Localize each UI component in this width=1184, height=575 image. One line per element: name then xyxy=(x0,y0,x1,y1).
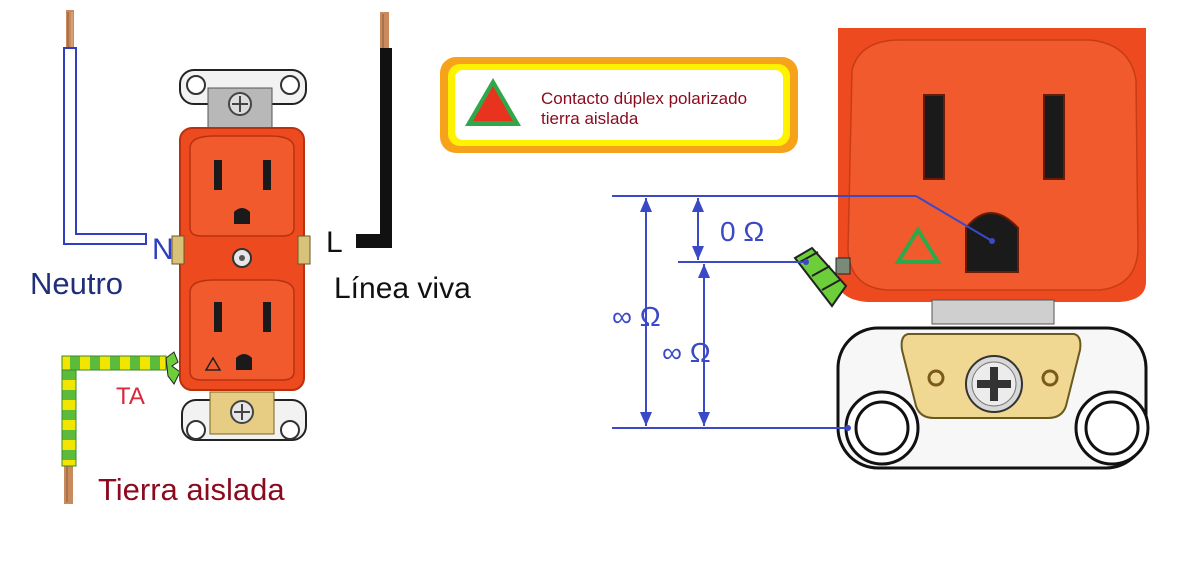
neutral-letter-label: N xyxy=(152,233,174,266)
legend-line-2: tierra aislada xyxy=(541,109,639,128)
live-letter-label: L xyxy=(326,226,343,259)
neutral-label: Neutro xyxy=(30,266,123,301)
probe-points xyxy=(803,238,995,431)
legend-line-1: Contacto dúplex polarizado xyxy=(541,89,747,108)
live-wire xyxy=(356,12,392,248)
red-triangle-green-outline-icon xyxy=(465,78,521,126)
zero-ohm-label: 0 Ω xyxy=(720,216,764,247)
infinite-ohm-outer-label: ∞ Ω xyxy=(612,301,661,332)
infinite-ohm-inner-label: ∞ Ω xyxy=(662,337,711,368)
outlet-closeup xyxy=(793,28,1150,470)
ground-wire xyxy=(61,351,181,504)
duplex-outlet xyxy=(171,69,311,441)
measurement-arrowheads xyxy=(640,198,710,426)
live-label: Línea viva xyxy=(334,272,471,305)
isolated-ground-label: Tierra aislada xyxy=(98,472,285,507)
neutral-wire xyxy=(63,10,147,245)
legend-box xyxy=(440,57,798,153)
isolated-ground-short-label: TA xyxy=(116,383,145,410)
